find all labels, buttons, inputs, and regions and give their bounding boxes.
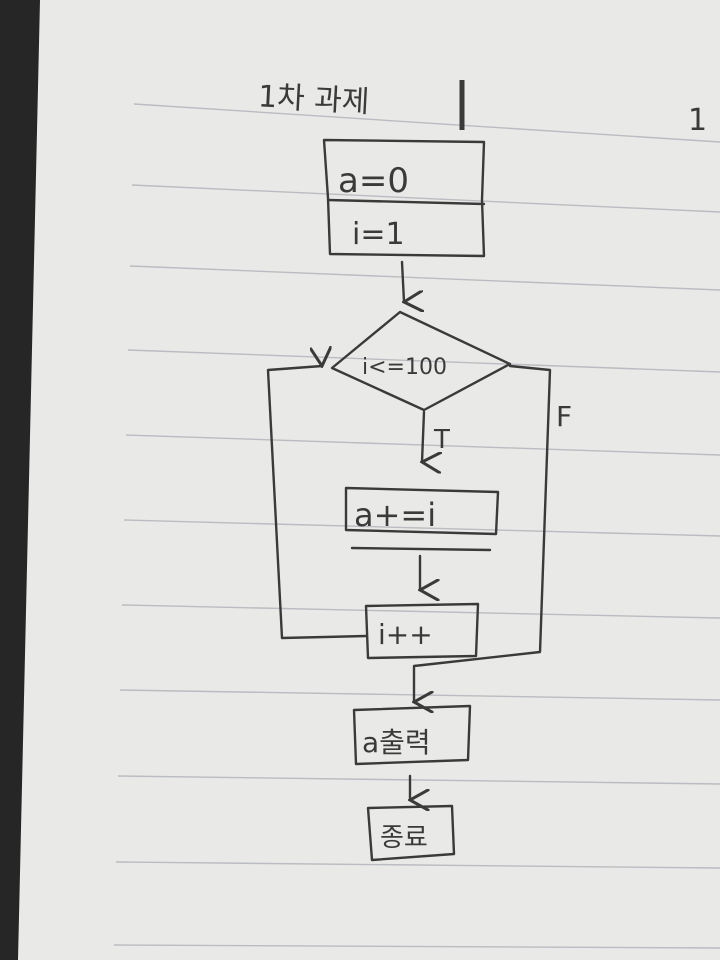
init-box-divider	[326, 198, 486, 206]
init-i-label: i=1	[352, 217, 405, 252]
false-path-line	[414, 364, 552, 702]
true-arrow	[422, 410, 424, 462]
next-page-mark: 1	[688, 103, 707, 138]
accumulate-box	[344, 486, 500, 536]
init-box	[322, 138, 486, 258]
true-label: T	[433, 425, 450, 455]
ruled-lines	[113, 103, 720, 949]
loop-back-line	[266, 366, 368, 640]
false-label: F	[556, 400, 572, 433]
arrow-to-decision	[400, 260, 404, 302]
increment-label: i++	[378, 618, 433, 651]
flowchart-labels: a=0 i=1 i<=100 T F a+=i i++ a출력 종료	[338, 161, 572, 853]
output-label: a출력	[362, 726, 431, 759]
flowchart	[266, 138, 552, 862]
increment-box	[364, 602, 480, 660]
output-box	[352, 704, 472, 766]
paper-sheet	[18, 0, 720, 960]
accumulate-underline	[350, 546, 492, 552]
init-a-label: a=0	[338, 161, 409, 201]
header-title: 1차 과제	[257, 79, 370, 120]
condition-label: i<=100	[362, 355, 447, 380]
end-box	[366, 804, 456, 862]
end-label: 종료	[380, 823, 428, 853]
decision-diamond	[330, 310, 512, 412]
accumulate-label: a+=i	[354, 496, 436, 534]
